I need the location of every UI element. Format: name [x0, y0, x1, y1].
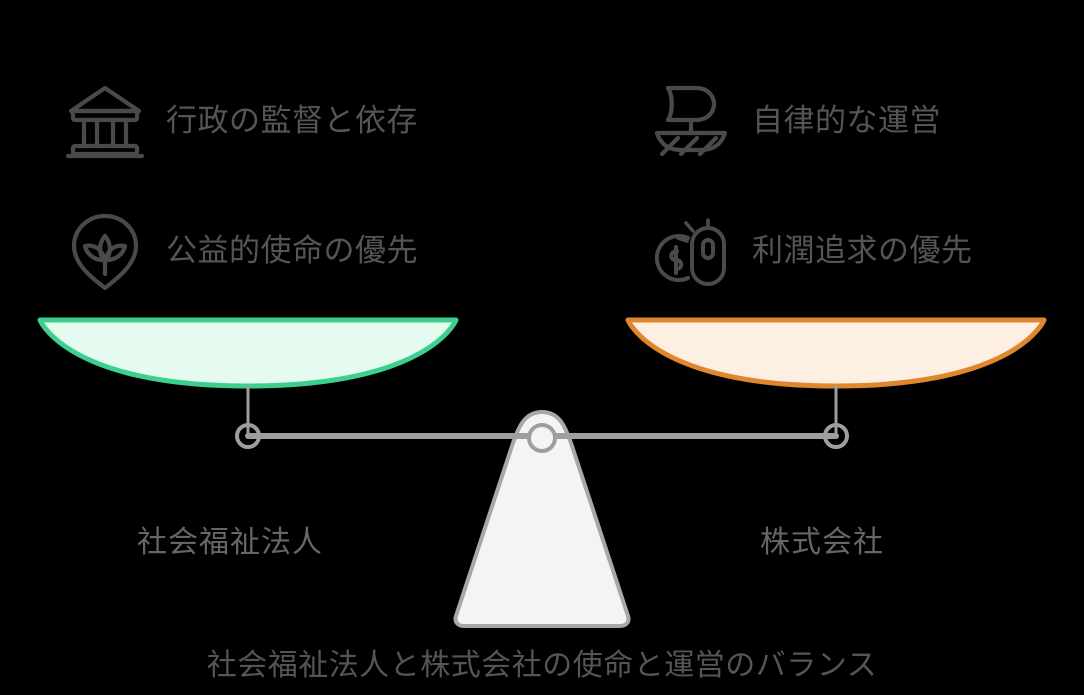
- attribute-label: 利潤追求の優先: [752, 232, 973, 268]
- classical-bank-building-icon: [62, 78, 148, 164]
- sailboat-icon: [648, 78, 734, 164]
- balance-scale-diagram: [37, 317, 1047, 628]
- attribute-label: 行政の監督と依存: [166, 102, 418, 138]
- plant-sprout-shield-icon: [62, 208, 148, 294]
- attribute-right-profit: 利潤追求の優先: [648, 208, 973, 294]
- pivot-point: [527, 423, 557, 453]
- attribute-left-public-mission: 公益的使命の優先: [62, 208, 418, 294]
- attribute-left-oversight: 行政の監督と依存: [62, 78, 418, 164]
- attribute-right-autonomy: 自律的な運営: [648, 78, 941, 164]
- attribute-label: 公益的使命の優先: [166, 232, 418, 268]
- diagram-caption: 社会福祉法人と株式会社の使命と運営のバランス: [206, 649, 878, 682]
- right-pan: [625, 317, 1047, 436]
- attribute-label: 自律的な運営: [752, 102, 941, 138]
- pay-per-click-mouse-icon: [648, 208, 734, 294]
- right-side-name: 株式会社: [760, 526, 884, 559]
- left-pan: [37, 317, 459, 436]
- left-side-name: 社会福祉法人: [137, 526, 323, 559]
